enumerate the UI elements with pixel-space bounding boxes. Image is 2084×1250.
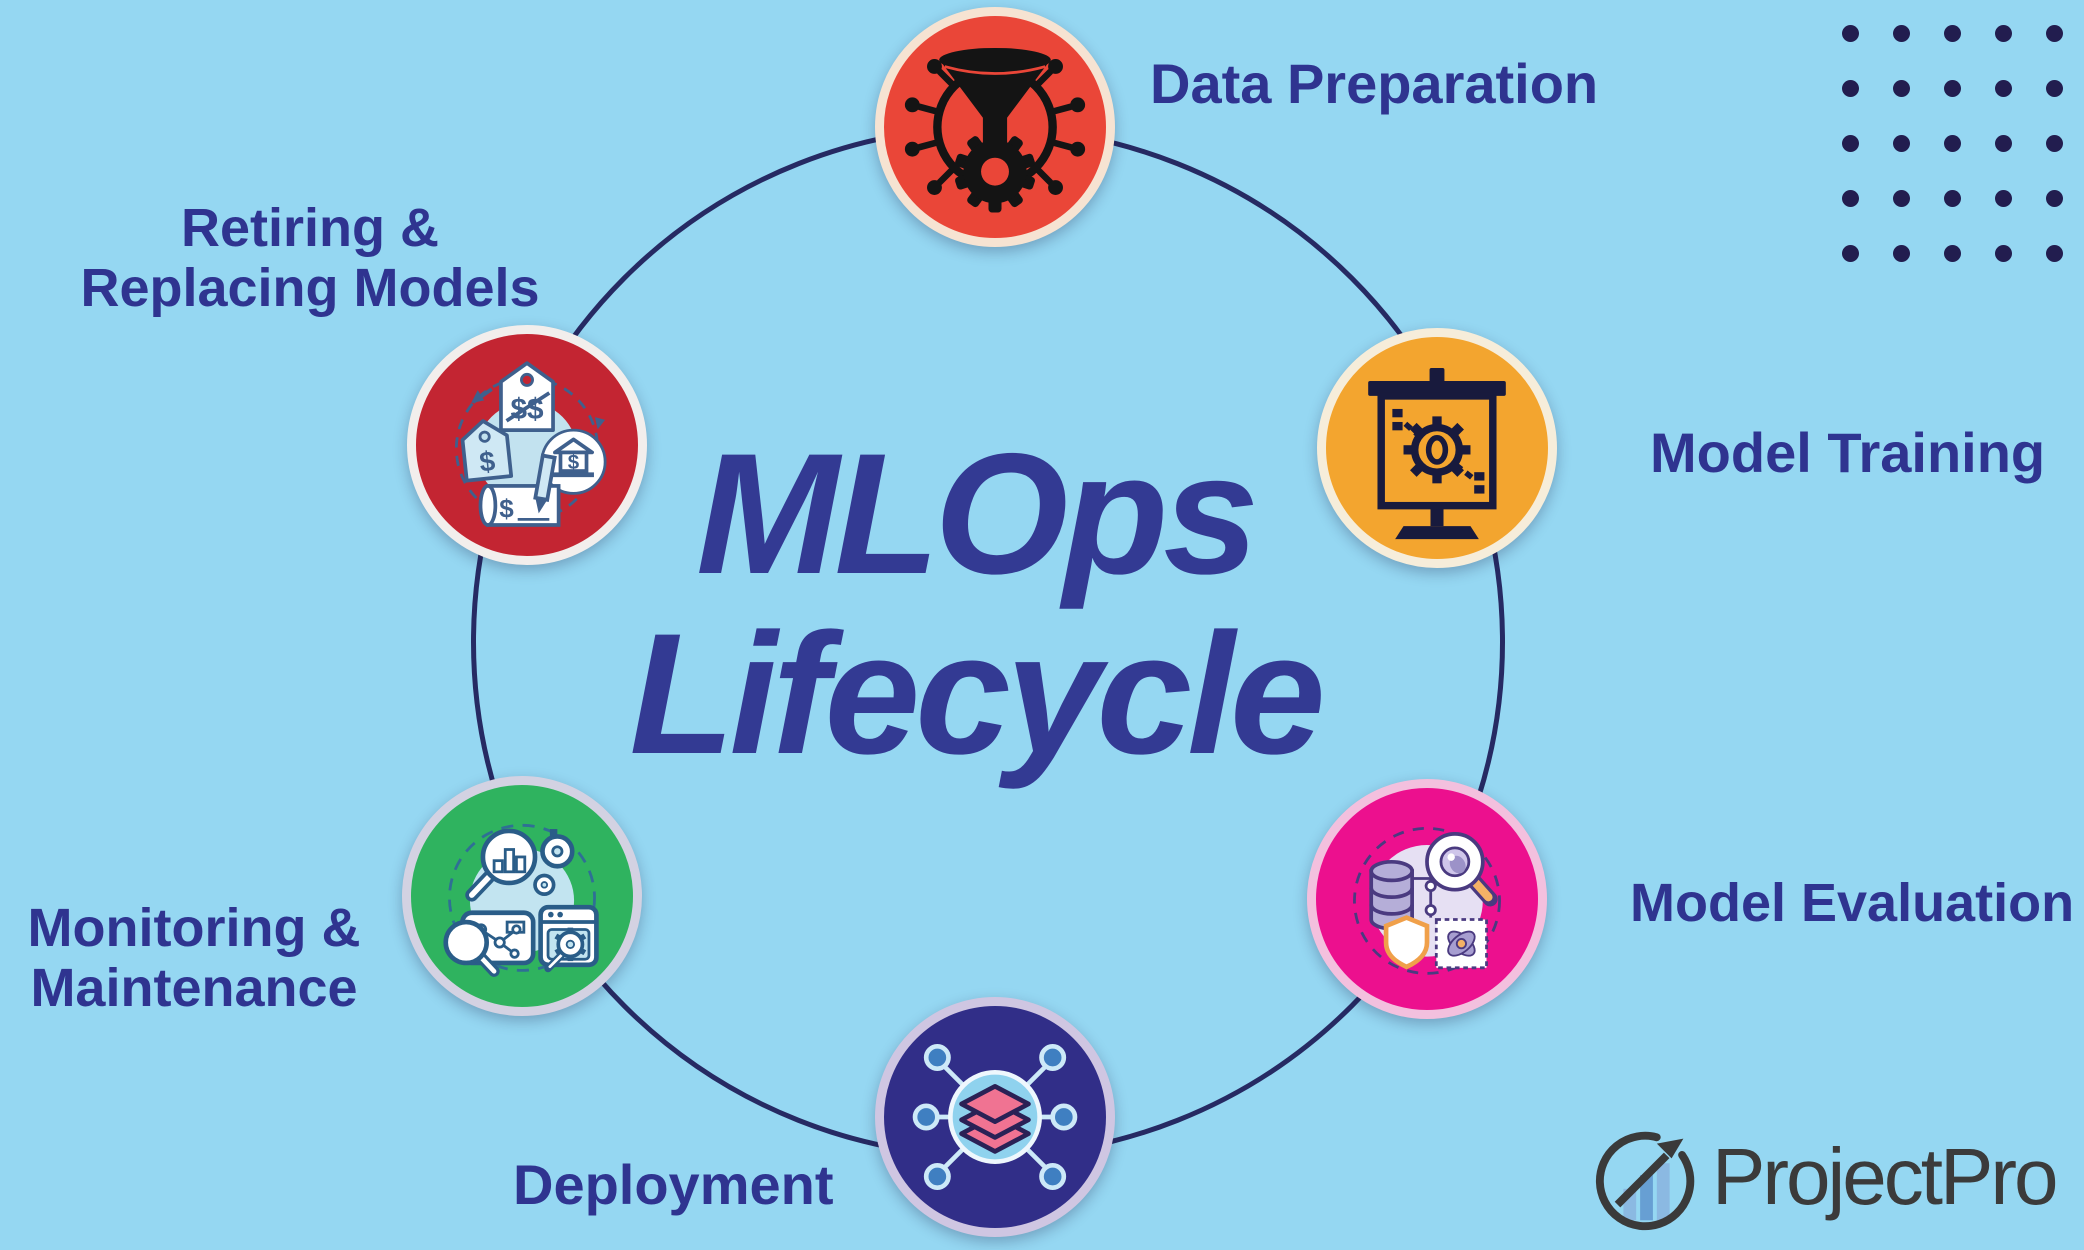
label-deployment: Deployment [513, 1153, 834, 1216]
label-monitoring-line1: Monitoring & [27, 898, 361, 958]
tag-cost-glyph: $ [478, 445, 497, 478]
logo-text: ProjectPro [1712, 1132, 2058, 1221]
analytics-maintenance-icon [443, 823, 599, 977]
label-retiring-replacing: Retiring & Replacing Models [40, 198, 580, 318]
label-retiring-line1: Retiring & [180, 198, 439, 258]
label-monitoring-line2: Maintenance [30, 958, 358, 1018]
label-monitoring-maintenance: Monitoring & Maintenance [4, 898, 384, 1018]
label-model-training: Model Training [1650, 421, 2046, 484]
node-data-preparation [875, 7, 1115, 247]
node-monitoring-maintenance [402, 776, 642, 1016]
projectpro-logo: ProjectPro [1588, 1118, 2058, 1236]
node-model-evaluation [1307, 779, 1547, 1019]
bank-cost-glyph: $ [568, 451, 580, 474]
dots-grid [1842, 25, 2063, 262]
layers-network-icon [912, 1043, 1078, 1191]
label-retiring-line2: Replacing Models [80, 258, 540, 318]
page-title: MLOps Lifecycle [455, 424, 1495, 784]
check-cost-glyph: $ [499, 494, 514, 524]
label-data-preparation: Data Preparation [1150, 52, 1599, 115]
node-model-training [1317, 328, 1557, 568]
title-line-2: Lifecycle [629, 598, 1325, 790]
cost-tags-icon: $$ $ $ $ [454, 361, 607, 527]
label-model-evaluation: Model Evaluation [1630, 873, 2075, 933]
funnel-gear-icon [904, 47, 1086, 213]
presentation-gear-icon [1368, 368, 1506, 540]
data-inspection-icon [1353, 826, 1501, 975]
growth-chart-icon [1595, 1131, 1695, 1231]
node-deployment [875, 997, 1115, 1237]
node-retiring-replacing: $$ $ $ $ [407, 325, 647, 565]
title-line-1: MLOps [696, 418, 1259, 610]
